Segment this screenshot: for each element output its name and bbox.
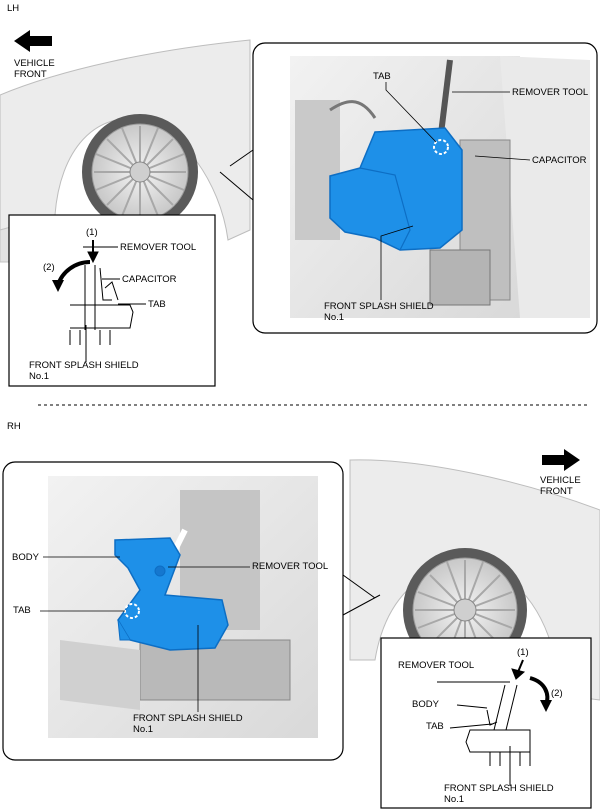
lh-detail-remover-tool-label: REMOVER TOOL [120,242,197,253]
rh-detail-step1: (1) [517,647,529,658]
rh-remover-tool-label: REMOVER TOOL [252,561,329,572]
lh-vehicle-front-label: VEHICLE FRONT [14,58,55,80]
lh-capacitor-label: CAPACITOR [532,155,587,166]
lh-detail-step2: (2) [43,262,55,273]
lh-detail-drawing [52,240,146,362]
lh-detail-step1: (1) [86,227,98,238]
lh-photo-leaders [380,82,531,300]
rh-detail-remover-tool-label: REMOVER TOOL [398,660,475,671]
lh-car-illustration [0,39,251,263]
lh-callout-connector [219,149,254,201]
rh-callout-connector [342,574,381,616]
rh-photo-leaders [40,556,250,712]
rh-detail-step2: (2) [551,688,563,699]
rh-section-label: RH [7,421,21,432]
rh-detail-tab-label: TAB [426,721,444,732]
rh-splash-shield-label: FRONT SPLASH SHIELD No.1 [133,713,243,735]
rh-vehicle-front-label: VEHICLE FRONT [540,475,581,497]
lh-tab-highlight-icon [433,139,449,155]
lh-detail-splash-shield-label: FRONT SPLASH SHIELD No.1 [29,360,139,382]
vehicle-front-arrow-left-icon [14,30,52,52]
vehicle-front-arrow-right-icon [542,449,580,471]
rh-body-label: BODY [12,552,39,563]
rh-tab-label: TAB [13,605,31,616]
rh-detail-drawing [437,659,552,786]
lh-front-splash-shield [329,127,463,251]
lh-section-label: LH [7,3,20,14]
lh-splash-shield-label: FRONT SPLASH SHIELD No.1 [324,301,434,323]
rh-detail-body-label: BODY [412,699,439,710]
lh-detail-capacitor-label: CAPACITOR [122,274,177,285]
rh-detail-splash-shield-label: FRONT SPLASH SHIELD No.1 [444,783,554,805]
rh-detail-arrow1-icon [511,668,526,680]
rh-detail-inset [380,637,592,809]
lh-tab-label: TAB [373,71,391,82]
lh-remover-tool-label: REMOVER TOOL [512,87,589,98]
lh-detail-arrow1-icon [87,251,99,264]
lh-detail-tab-label: TAB [148,299,166,310]
rh-front-splash-shield [114,537,229,651]
